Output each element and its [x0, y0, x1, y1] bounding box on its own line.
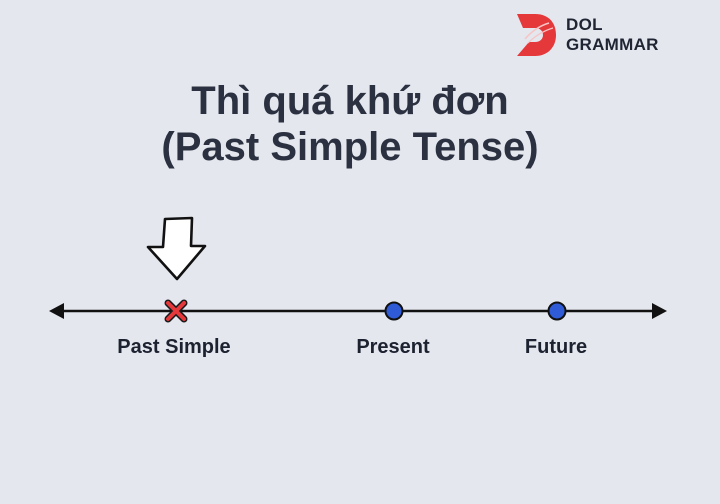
title-line-2: (Past Simple Tense): [161, 125, 539, 169]
brand-name: DOL GRAMMAR: [566, 15, 659, 55]
label-present: Present: [356, 336, 430, 358]
title-line-1: Thì quá khứ đơn: [191, 79, 509, 123]
page-title: Thì quá khứ đơn (Past Simple Tense): [0, 78, 700, 170]
label-future: Future: [524, 336, 588, 358]
brand-line-1: DOL: [566, 15, 603, 34]
arrow-left-icon: [49, 303, 64, 319]
dol-logo-icon: [517, 14, 556, 56]
brand-line-2: GRAMMAR: [566, 35, 659, 54]
future-marker-dot: [547, 301, 567, 321]
label-past-simple: Past Simple: [117, 336, 231, 358]
present-marker-dot: [384, 301, 404, 321]
down-arrow-icon: [146, 216, 207, 281]
past-marker-cross-icon: [164, 299, 188, 323]
brand-logo: DOL GRAMMAR: [515, 12, 659, 58]
arrow-right-icon: [652, 303, 667, 319]
